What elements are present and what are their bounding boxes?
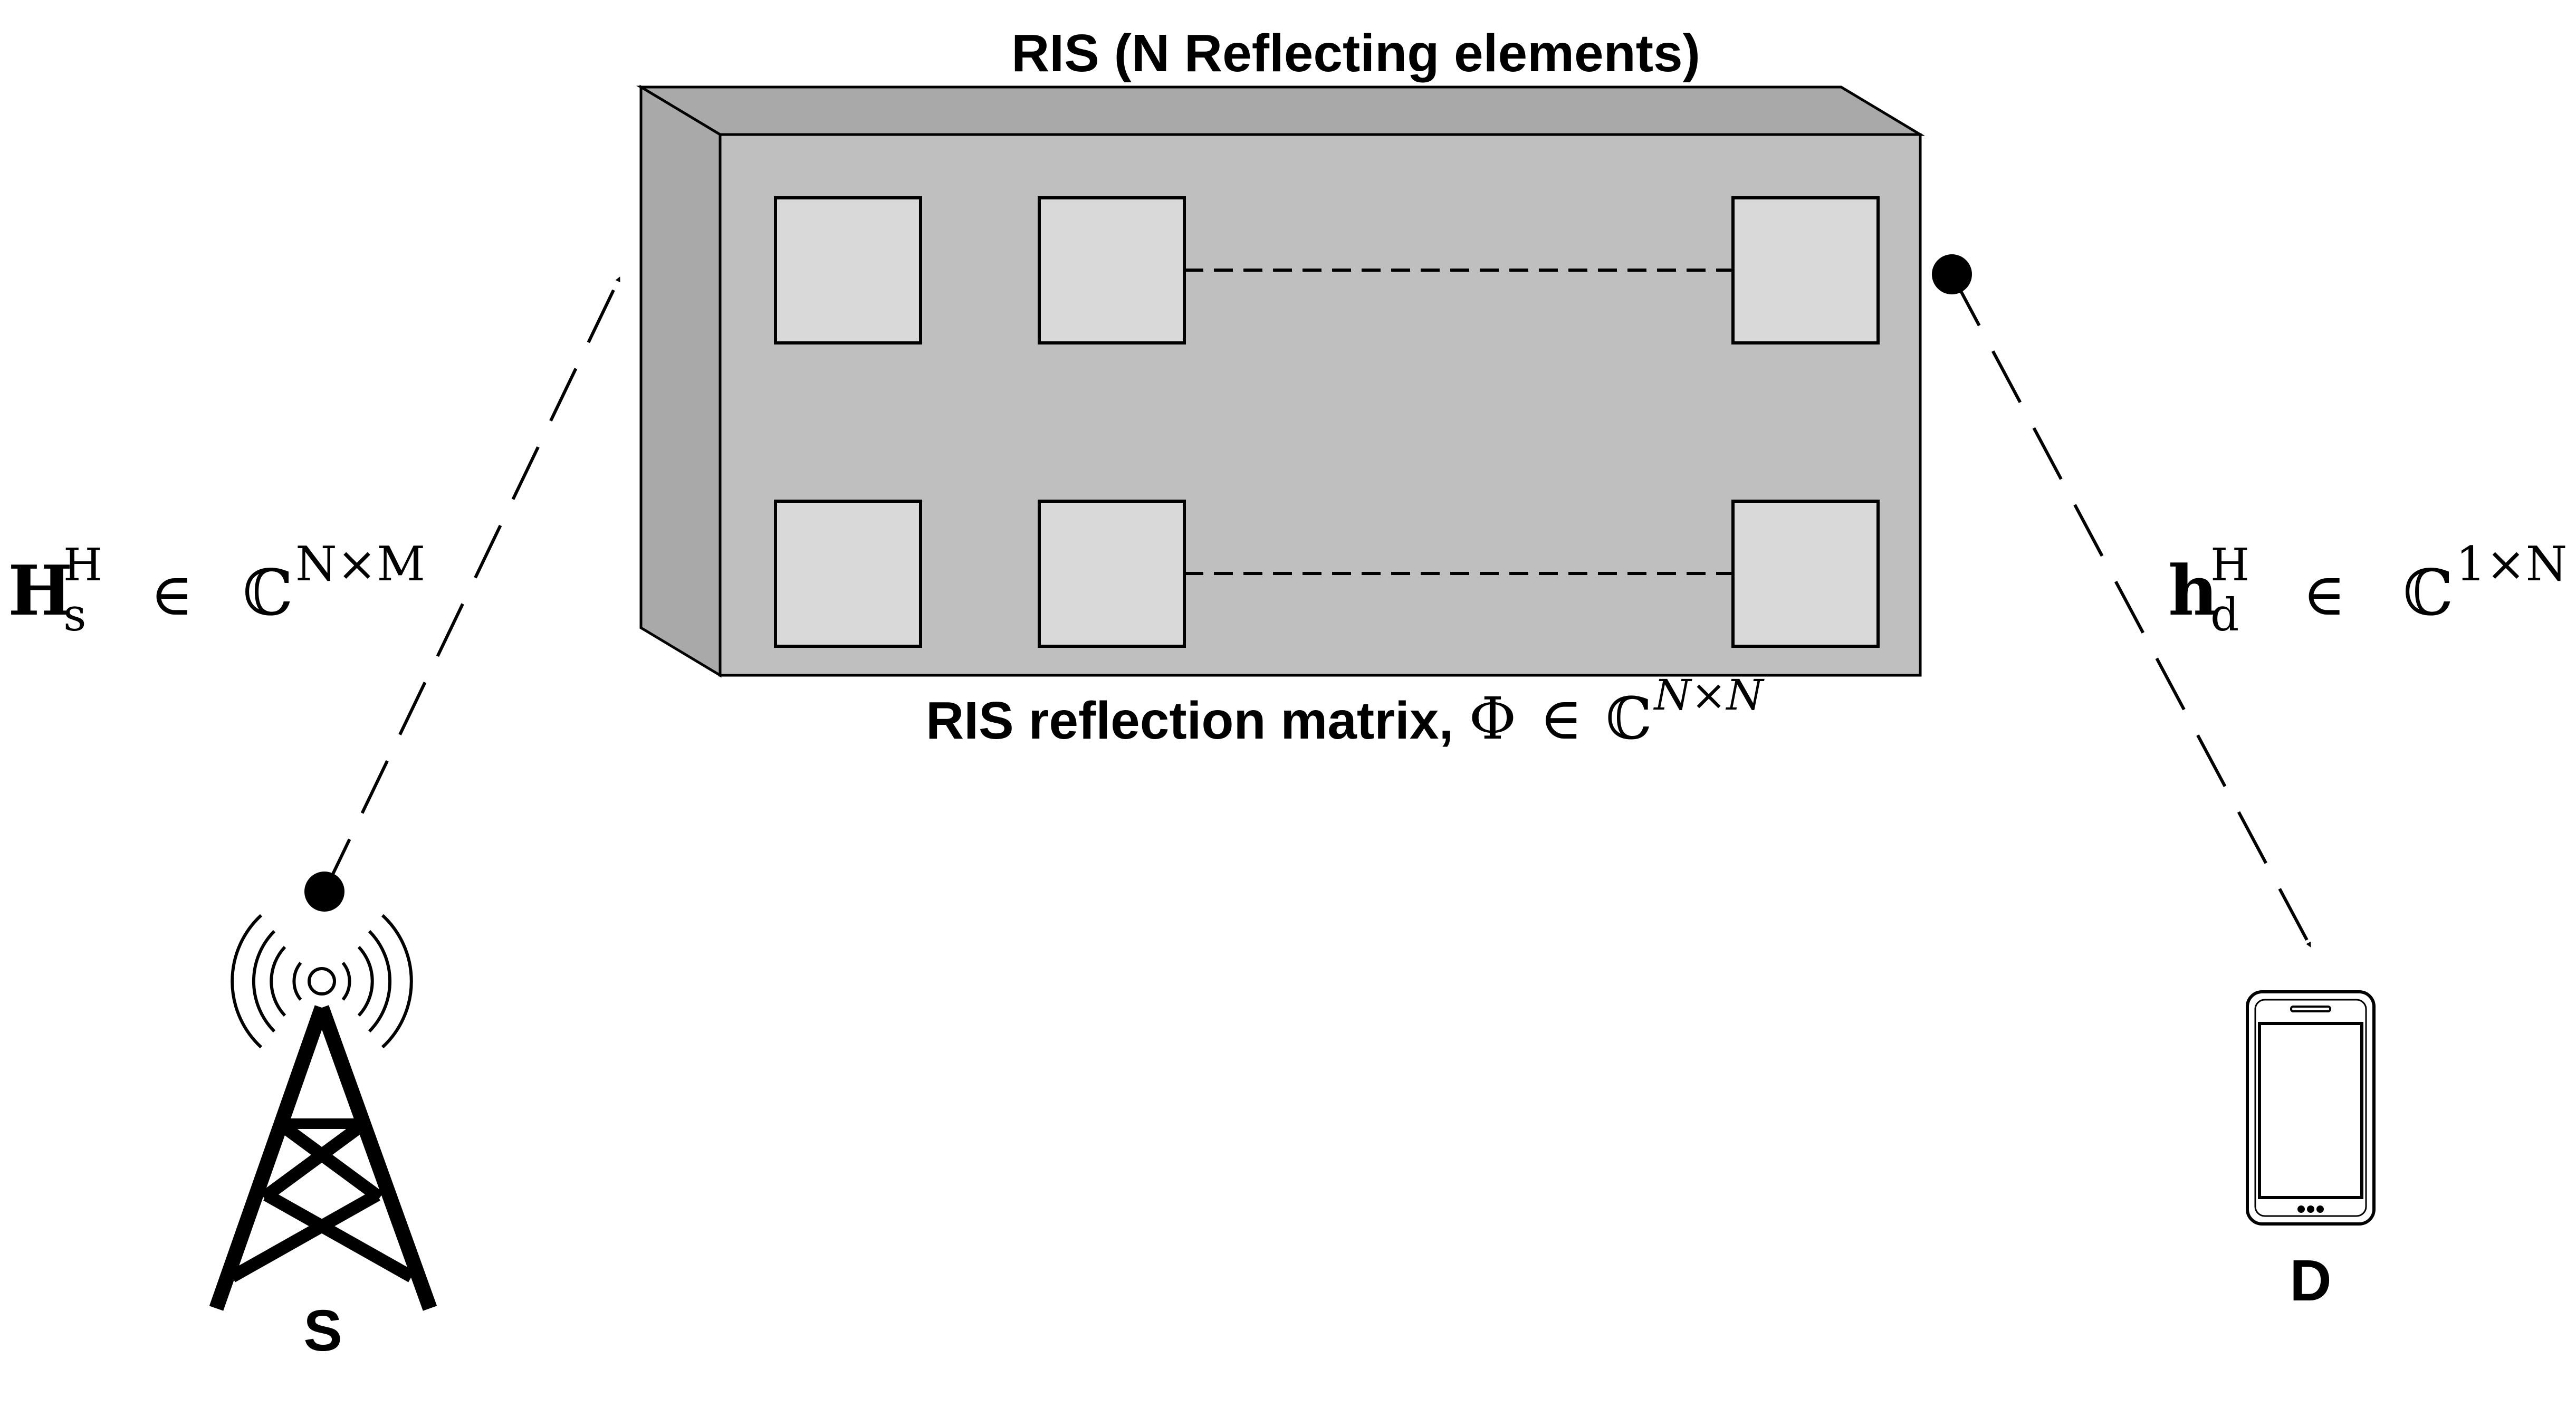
ris-side-face [639,84,722,678]
reflection-phi: Φ [1469,685,1516,752]
channel-left-dims: N×M [295,537,425,592]
reflection-set-symbol: ℂ [1606,685,1652,752]
channel-left-in-symbol: ∈ [150,561,193,628]
smartphone-icon [2246,990,2376,1226]
link-start-dot [1932,254,1972,294]
ris-panel [636,84,1926,678]
link-start-dot [304,872,344,912]
reflecting-element [774,196,922,344]
destination-label: D [2290,1248,2331,1313]
channel-right-in-symbol: ∈ [2303,561,2345,628]
channel-right-set-symbol: ℂ [2403,557,2454,630]
dashed-arrow [323,276,621,893]
cell-tower-icon [209,914,437,1311]
source-label: S [303,1298,342,1363]
link-ris-to-destination [1932,254,2312,948]
link-source-to-ris [304,276,621,912]
reflecting-element [1038,196,1186,344]
reflecting-element [1731,196,1880,344]
channel-left-set-symbol: ℂ [243,557,293,630]
channel-right-symbol: h [2168,550,2218,631]
channel-label-right: h d H ∈ ℂ 1×N [2168,537,2567,642]
channel-left-superscript: H [63,539,102,591]
reflecting-element [1038,500,1186,648]
channel-label-left: H s H ∈ ℂ N×M [8,537,425,642]
ris-reflection-label: RIS reflection matrix, Φ ∈ ℂ N×N [926,671,1765,752]
reflection-label-text: RIS reflection matrix, [926,691,1453,750]
channel-right-superscript: H [2210,539,2249,591]
reflection-in-symbol: ∈ [1539,685,1582,752]
dashed-arrow [1950,273,2312,948]
channel-right-dims: 1×N [2456,537,2567,592]
channel-left-subscript: s [63,589,87,642]
channel-right-subscript: d [2210,589,2239,642]
ris-title: RIS (N Reflecting elements) [1011,24,1700,83]
ris-top-face [636,85,1926,136]
reflecting-element [1731,500,1880,648]
channel-left-symbol: H [8,550,73,631]
reflecting-element [774,500,922,648]
reflection-dims: N×N [1653,671,1765,720]
